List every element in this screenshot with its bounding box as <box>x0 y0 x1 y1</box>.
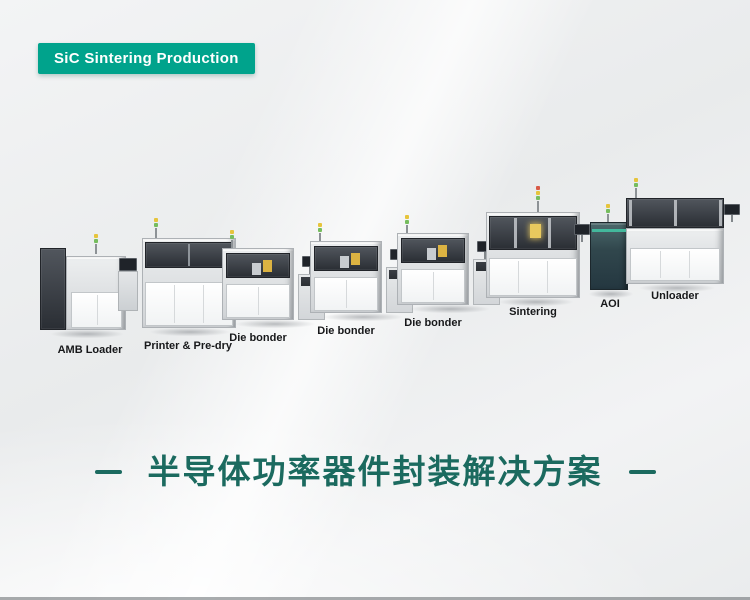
monitor-screen <box>724 204 740 215</box>
tower-light-yellow <box>94 234 98 238</box>
process-window <box>226 253 290 278</box>
floor-shadow <box>307 311 419 323</box>
tower-light-green <box>606 209 610 213</box>
tower-light-yellow <box>536 191 540 195</box>
console-screen-icon <box>119 258 137 271</box>
tower-light-green <box>154 223 158 227</box>
tower-light-green <box>536 196 540 200</box>
tower-light-green <box>230 235 234 239</box>
tower-pole <box>607 214 609 224</box>
signal-tower-icon <box>634 178 638 198</box>
tower-light-yellow <box>405 215 409 219</box>
machine-printer-predry: Printer & Pre-dry <box>118 218 246 360</box>
tower-light-yellow <box>634 178 638 182</box>
bond-head-icon <box>438 245 447 257</box>
tower-light-yellow <box>154 218 158 222</box>
floor-shadow <box>484 296 588 308</box>
monitor-screen <box>574 224 590 235</box>
control-console <box>118 258 138 311</box>
floor-shadow <box>36 328 138 340</box>
tower-light-red <box>536 186 540 190</box>
machine-label: Die bonder <box>317 325 375 337</box>
machine-unloader: Unloader <box>624 178 746 304</box>
signal-tower-icon <box>536 186 540 215</box>
frame-pillar <box>674 200 677 226</box>
tower-light-yellow <box>606 204 610 208</box>
solution-title: 半导体功率器件封装解决方案 <box>147 453 603 490</box>
tower-light-green <box>318 228 322 232</box>
tower-pole <box>537 201 539 215</box>
signal-tower-icon <box>318 223 322 243</box>
furnace-glow-icon <box>530 224 541 238</box>
machine-label: Printer & Pre-dry <box>143 340 233 352</box>
tower-light-yellow <box>318 223 322 227</box>
cabinet-doors <box>71 292 122 328</box>
cabinet-doors <box>314 277 378 311</box>
machine-label: AOI <box>600 298 620 310</box>
badge-label: SiC Sintering Production <box>54 50 239 67</box>
furnace-window <box>489 216 577 250</box>
tower-pole <box>95 244 97 254</box>
floor-shadow <box>394 303 506 315</box>
machine-label: Sintering <box>509 306 557 318</box>
process-window <box>145 242 233 268</box>
tower-light-yellow <box>230 230 234 234</box>
floor-shadow <box>580 288 642 300</box>
monitor-arm <box>484 252 486 259</box>
cabinet-doors <box>630 248 720 281</box>
tower-light-green <box>94 239 98 243</box>
process-window <box>401 238 465 263</box>
left-dash <box>94 469 122 474</box>
console-pedestal <box>118 271 138 311</box>
bond-head-icon <box>351 253 360 265</box>
aoi-cabinet <box>590 222 628 290</box>
conveyor-canopy <box>626 198 724 228</box>
tower-pole <box>319 233 321 243</box>
title-badge: SiC Sintering Production <box>38 43 255 74</box>
machine-die-bonder-3: Die bonder <box>394 213 506 335</box>
tower-pole <box>406 225 408 235</box>
floor-shadow <box>624 282 730 294</box>
signal-tower-icon <box>405 215 409 235</box>
machine-label: AMB Loader <box>57 344 123 356</box>
tower-pole <box>231 240 233 250</box>
cabinet-doors <box>226 284 290 318</box>
machine-aoi: AOI <box>574 204 642 312</box>
cabinet-doors <box>401 269 465 303</box>
frame-pillar <box>548 218 551 248</box>
machine-label: Die bonder <box>229 332 287 344</box>
machine-sintering: Sintering <box>484 186 590 320</box>
machine-label: Unloader <box>651 290 699 302</box>
frame-pillar <box>629 200 632 226</box>
tower-light-green <box>405 220 409 224</box>
machine-label: Die bonder <box>404 317 462 329</box>
cabinet-doors <box>489 258 577 296</box>
signal-tower-icon <box>94 234 98 254</box>
right-dash <box>628 469 656 474</box>
monitor-icon <box>724 204 740 222</box>
monitor-icon <box>574 224 590 242</box>
process-window <box>314 246 378 271</box>
tower-pole <box>635 188 637 198</box>
signal-tower-icon <box>230 230 234 250</box>
signal-tower-icon <box>606 204 610 224</box>
frame-pillar <box>719 200 722 226</box>
solution-title-row: 半导体功率器件封装解决方案 <box>0 452 750 492</box>
tower-pole <box>155 228 157 238</box>
aoi-accent-stripe <box>592 229 626 232</box>
signal-tower-icon <box>154 218 158 238</box>
machine-amb-loader: AMB Loader <box>36 226 138 358</box>
floor-shadow <box>219 318 331 330</box>
bond-head-icon <box>263 260 272 272</box>
frame-pillar <box>514 218 517 248</box>
tower-light-green <box>634 183 638 187</box>
monitor-arm <box>731 215 733 222</box>
cabinet-doors <box>145 282 233 326</box>
loader-dark-column <box>40 248 66 330</box>
monitor-arm <box>581 235 583 242</box>
floor-shadow <box>134 326 246 338</box>
